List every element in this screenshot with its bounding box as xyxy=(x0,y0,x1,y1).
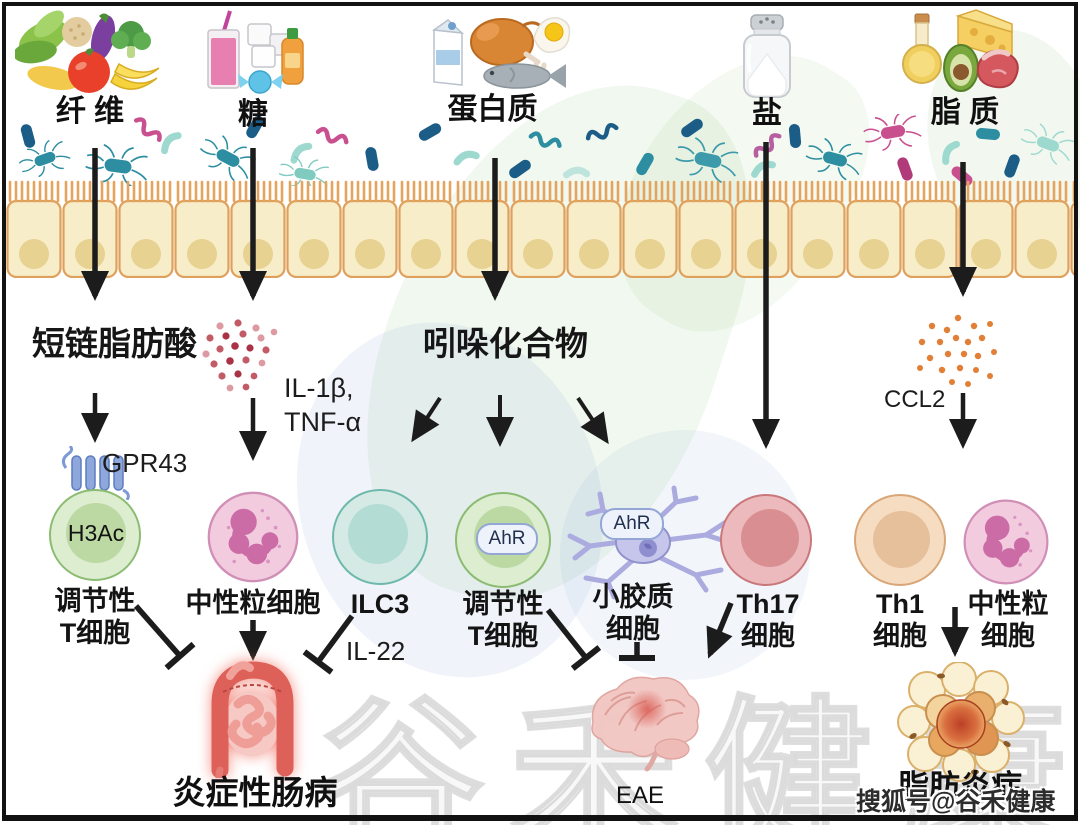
scfa-label: 短链脂肪酸 xyxy=(32,325,197,362)
footer-watermark-text: 搜狐号@谷禾健康 xyxy=(856,788,1056,816)
neutrophil-cell xyxy=(207,491,299,583)
ahr-receptor-badge: AhR xyxy=(476,523,538,555)
diet-label-fiber: 纤 维 xyxy=(55,95,125,128)
arrow-indole-to-ilc3 xyxy=(411,396,442,443)
il1b-tnf-label: IL-1β, TNF-α xyxy=(284,373,362,437)
arrow-indole-to-microglia xyxy=(576,396,609,445)
th1-cell xyxy=(854,494,946,586)
gpr43-label: GPR43 xyxy=(102,448,188,478)
h3ac-label: H3Ac xyxy=(67,519,125,546)
treg-ahr-cell: AhR xyxy=(455,492,551,588)
il22-label: IL-22 xyxy=(346,636,406,666)
neutrophil-gut-label: 中性粒细胞 xyxy=(185,588,321,618)
gpr43-receptor-icon xyxy=(61,446,130,500)
salt-shaker-icon xyxy=(743,14,791,98)
indole-label: 吲哚化合物 xyxy=(423,325,588,362)
ccl2-dot-cluster xyxy=(917,314,997,387)
diet-label-protein: 蛋白质 xyxy=(447,93,538,126)
treg-gpr43-cell: H3Ac xyxy=(49,489,141,581)
microglia-label: 小胶质细胞 xyxy=(592,582,674,644)
arrow-th17-to-brain xyxy=(706,601,734,659)
ilc3-label: ILC3 xyxy=(350,589,410,619)
disease-label-ibd: 炎症性肠病 xyxy=(172,774,338,811)
ahr-receptor-badge: AhR xyxy=(600,508,664,540)
disease-label-fat-inflammation: 脂肪炎症 xyxy=(898,769,1022,804)
inhibit-ilc3-to-intestine xyxy=(302,614,355,675)
sugar-sweets-icon xyxy=(207,10,304,94)
protein-foods-icon xyxy=(431,17,571,89)
inhibit-treg-to-intestine xyxy=(133,604,196,671)
inflamed-intestine-icon xyxy=(211,661,294,778)
disease-label-eae: EAE xyxy=(615,782,665,809)
brain-icon xyxy=(591,676,700,772)
inhibit-treg-ahr-to-brain xyxy=(545,608,602,671)
th17-cell xyxy=(720,494,812,586)
vegetables-fruits-icon xyxy=(15,10,160,93)
lipid-foods-icon xyxy=(902,9,1019,92)
neutrophil-fat-label: 中性粒细胞 xyxy=(967,589,1049,651)
il1b-tnf-dot-cluster xyxy=(202,319,278,392)
adipose-tissue-icon xyxy=(897,662,1025,782)
inhibit-microglia-to-brain xyxy=(619,642,655,661)
diet-label-sugar: 糖 xyxy=(238,98,268,131)
diet-label-lipid: 脂 质 xyxy=(930,96,1000,129)
neutrophil-cell xyxy=(963,499,1049,585)
ccl2-label: CCL2 xyxy=(884,386,946,413)
ilc3-cell xyxy=(332,489,428,585)
diet-label-salt: 盐 xyxy=(752,97,782,130)
intestinal-epithelium xyxy=(6,178,1074,278)
